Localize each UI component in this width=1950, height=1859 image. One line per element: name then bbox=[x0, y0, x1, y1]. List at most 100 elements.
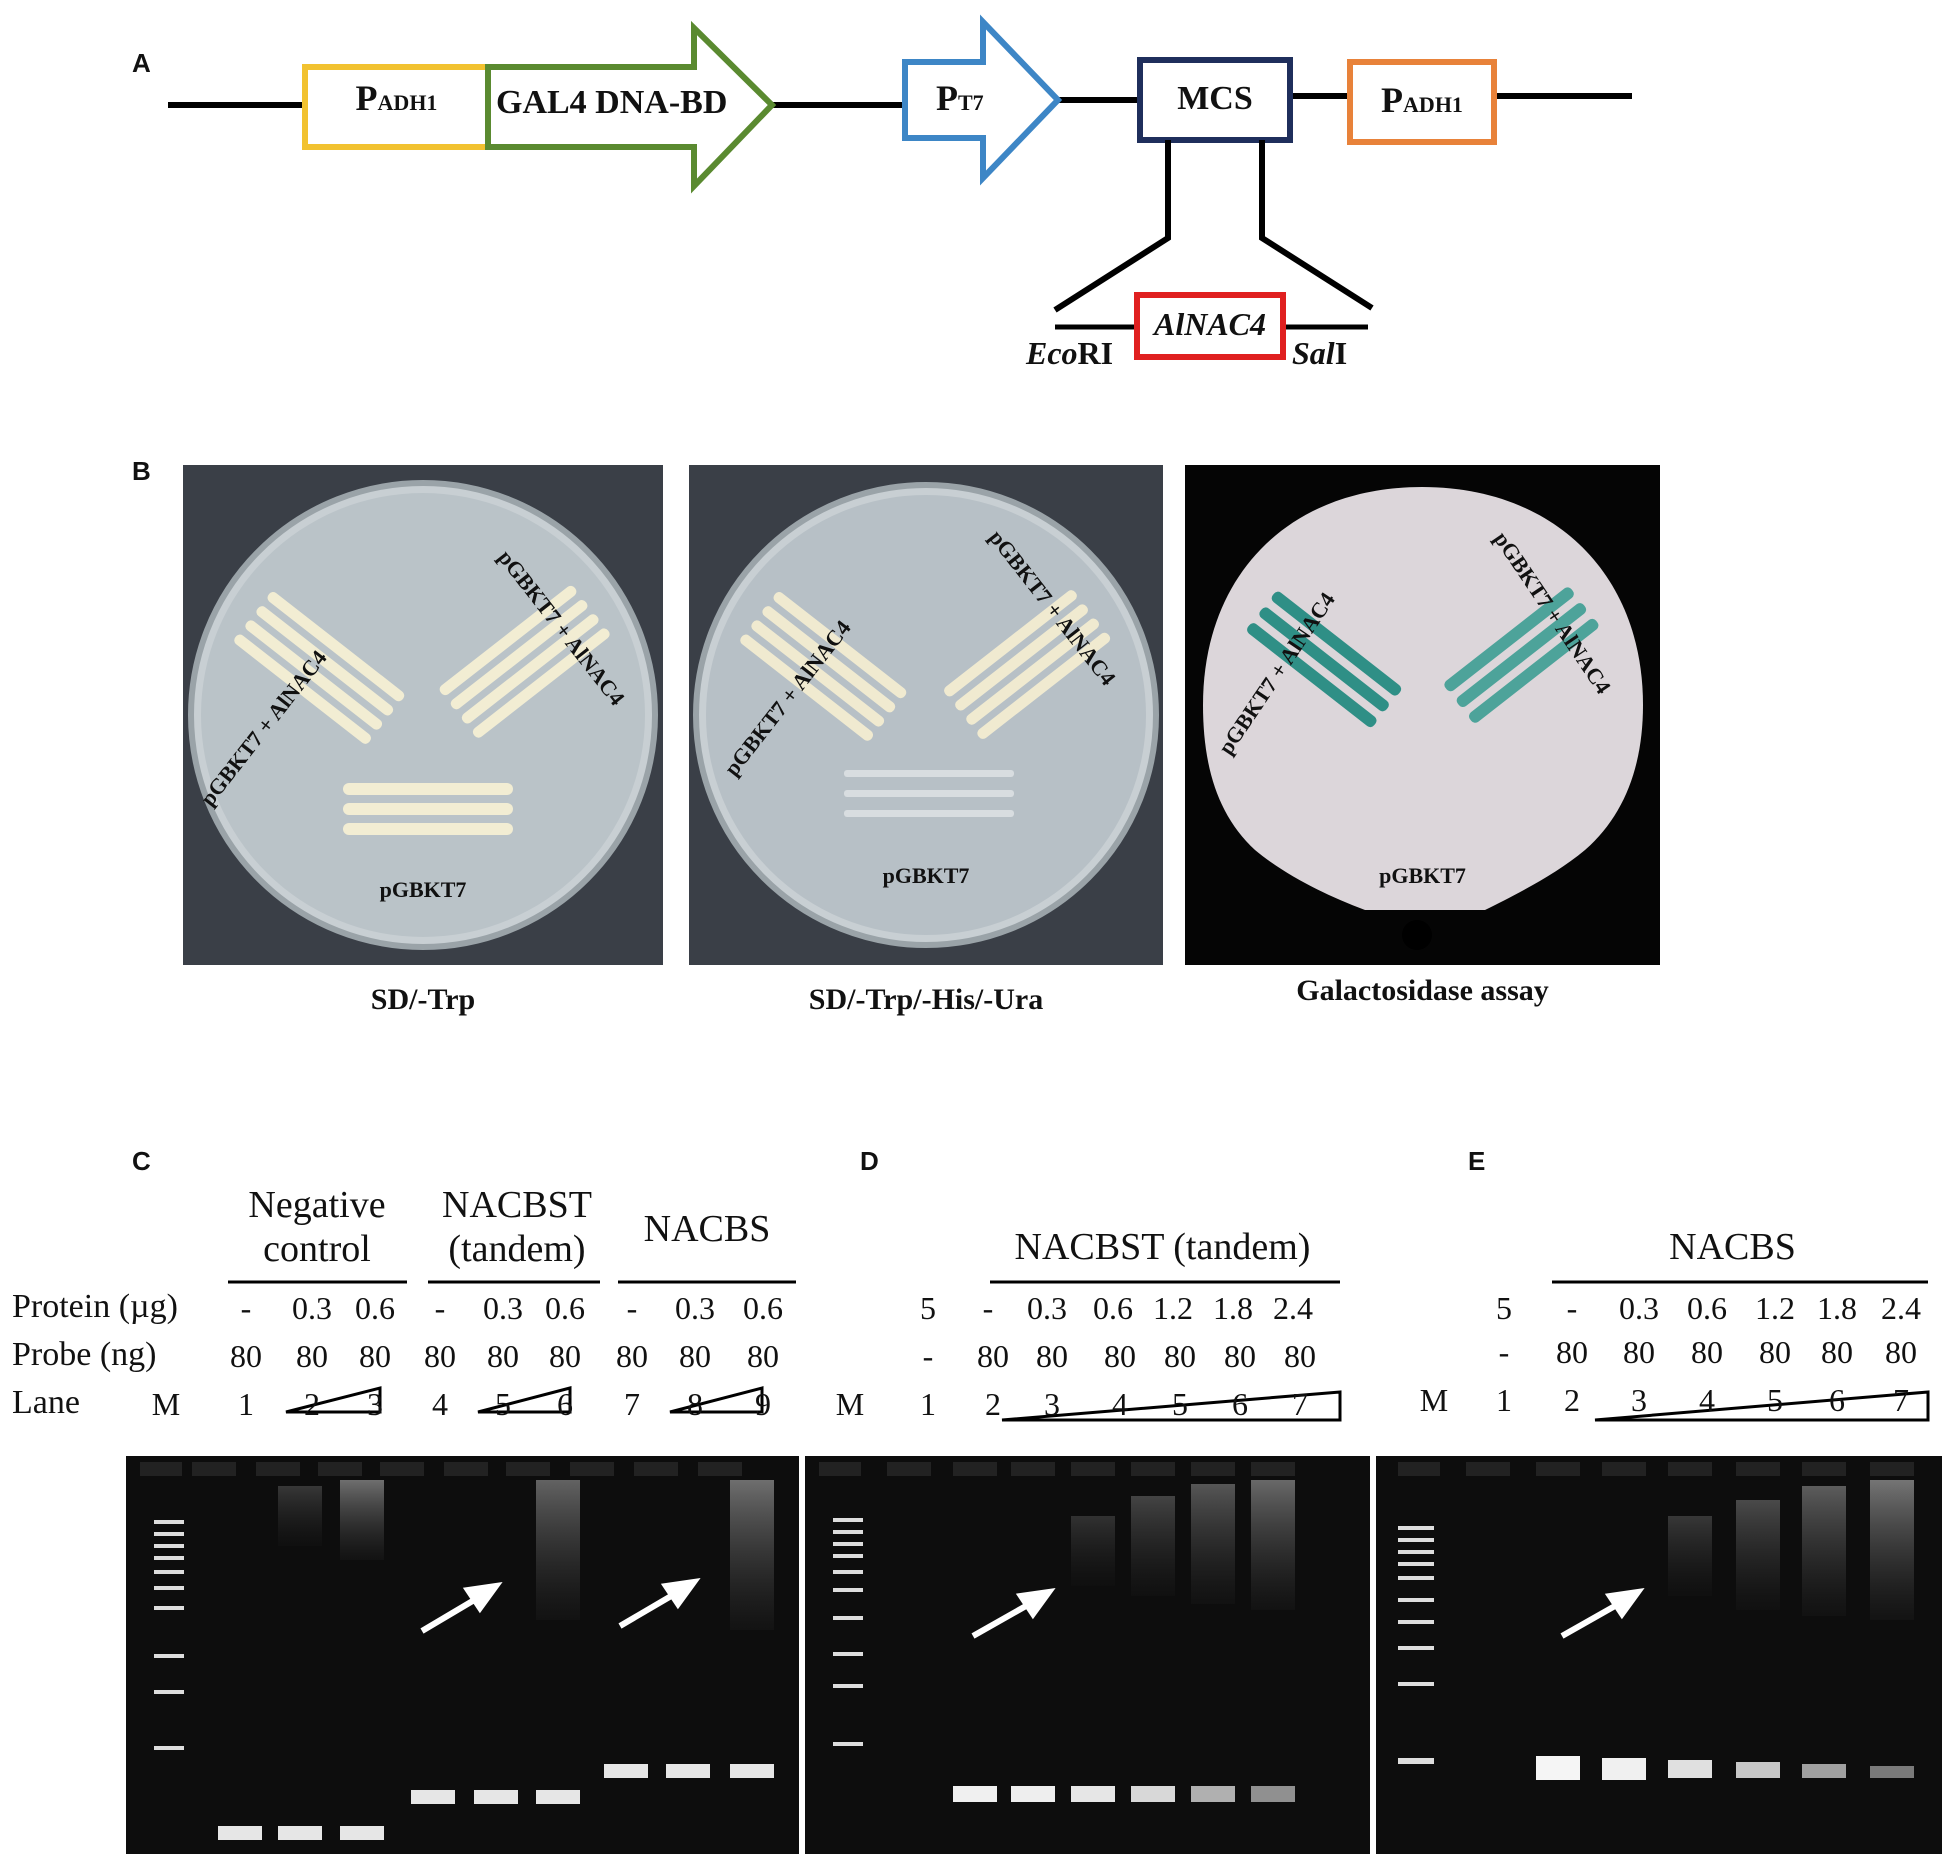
padh1-right-box bbox=[1347, 59, 1497, 145]
probe-cell: 80 bbox=[1623, 1334, 1655, 1370]
free-probe-band bbox=[1870, 1766, 1914, 1778]
protein-cell: 1.2 bbox=[1153, 1290, 1193, 1326]
well bbox=[1251, 1462, 1295, 1476]
free-probe-band bbox=[411, 1790, 455, 1804]
well bbox=[1536, 1462, 1580, 1476]
gal4-bd-label: GAL4 DNA-BD bbox=[496, 84, 728, 121]
ladder-band bbox=[154, 1606, 184, 1610]
protein-cell: 2.4 bbox=[1881, 1290, 1921, 1326]
panel-label-a: A bbox=[132, 48, 151, 78]
arrow-head bbox=[660, 1578, 701, 1610]
vector-map bbox=[168, 14, 1632, 360]
ladder-band bbox=[154, 1690, 184, 1694]
streak bbox=[1271, 591, 1402, 696]
ladder-band bbox=[154, 1556, 184, 1560]
shifted-complex-smear bbox=[536, 1480, 580, 1620]
panel-e-title: NACBS bbox=[1669, 1226, 1796, 1268]
shifted-complex-smear bbox=[1131, 1496, 1175, 1596]
probe-cell: 80 bbox=[747, 1338, 779, 1374]
shifted-complex-smear bbox=[1071, 1516, 1115, 1586]
probe-cell: 80 bbox=[1759, 1334, 1791, 1370]
protein-cell: - bbox=[982, 1290, 994, 1326]
galactosidase-filter-image bbox=[1203, 487, 1643, 950]
faint-streak bbox=[844, 770, 1014, 777]
lane-cell: 2 bbox=[1564, 1382, 1580, 1418]
plate-sd-trp-his-ura-image bbox=[693, 482, 1159, 948]
free-probe-band bbox=[218, 1826, 262, 1840]
lane-cell: 3 bbox=[1631, 1382, 1647, 1418]
marker-ladder bbox=[833, 1518, 863, 1746]
ladder-band bbox=[833, 1554, 863, 1558]
gel-d-image bbox=[819, 1462, 1295, 1802]
shifted-complex-smear bbox=[278, 1486, 322, 1546]
well bbox=[140, 1462, 182, 1476]
protein-cell: 0.3 bbox=[1027, 1290, 1067, 1326]
gradient-wedge bbox=[477, 1386, 572, 1414]
ladder-band bbox=[1398, 1646, 1434, 1650]
well bbox=[1071, 1462, 1115, 1476]
probe-cell: 80 bbox=[1164, 1338, 1196, 1374]
shifted-complex-smear bbox=[1736, 1500, 1780, 1610]
streak bbox=[1247, 623, 1377, 728]
lane-cell: 4 bbox=[432, 1386, 448, 1422]
ladder-band bbox=[1398, 1550, 1434, 1554]
lane-cell: 3 bbox=[1044, 1386, 1060, 1422]
protein-cell: 0.3 bbox=[483, 1290, 523, 1326]
streak bbox=[245, 620, 383, 730]
probe-cell: 80 bbox=[1104, 1338, 1136, 1374]
ladder-band bbox=[833, 1518, 863, 1522]
probe-cell: 80 bbox=[230, 1338, 262, 1374]
well bbox=[444, 1462, 488, 1476]
gal4-bd-arrow bbox=[485, 20, 777, 194]
lane-cell: 8 bbox=[687, 1386, 703, 1422]
ladder-band bbox=[154, 1520, 184, 1524]
row-label-lane: Lane bbox=[12, 1384, 80, 1421]
protein-cell: 0.6 bbox=[1687, 1290, 1727, 1326]
lane-cell: 2 bbox=[304, 1386, 320, 1422]
arrow-shaft bbox=[1560, 1599, 1624, 1639]
panel-label-d: D bbox=[860, 1146, 879, 1176]
panel-e-header-lines bbox=[1552, 1280, 1930, 1422]
shift-arrow bbox=[971, 1588, 1056, 1639]
well bbox=[570, 1462, 614, 1476]
streak bbox=[439, 585, 577, 696]
alnac4-insert-label: AlNAC4 bbox=[1153, 306, 1267, 342]
plate-caption-sd-trp: SD/-Trp bbox=[370, 983, 476, 1016]
free-probe-band bbox=[1602, 1758, 1646, 1780]
protein-cell: 0.3 bbox=[1619, 1290, 1659, 1326]
protein-cell: - bbox=[434, 1290, 446, 1326]
ladder-band bbox=[154, 1532, 184, 1536]
shifted-complex-smear bbox=[1251, 1480, 1295, 1610]
arrow-shaft bbox=[618, 1589, 680, 1629]
protein-cell: 1.2 bbox=[1755, 1290, 1795, 1326]
well bbox=[1802, 1462, 1846, 1476]
gel-e-image bbox=[1398, 1462, 1914, 1780]
plate-galactosidase: pGBKT7 + AlNAC4 pGBKT7 + AlNAC4 pGBKT7 bbox=[1185, 465, 1660, 965]
panel-label-c: C bbox=[132, 1146, 151, 1176]
plate-caption-galactosidase: Galactosidase assay bbox=[1296, 974, 1549, 1007]
alnac4-insert-box bbox=[1134, 292, 1286, 360]
protein-cell: 0.3 bbox=[675, 1290, 715, 1326]
sali-site-label: SalI bbox=[1292, 335, 1348, 371]
lane-cell: 5 bbox=[495, 1386, 511, 1422]
well bbox=[1191, 1462, 1235, 1476]
probe-cell: 80 bbox=[1885, 1334, 1917, 1370]
gel-wells bbox=[1398, 1462, 1914, 1476]
arrow-head bbox=[1015, 1588, 1056, 1620]
probe-cell: 80 bbox=[359, 1338, 391, 1374]
lane-cell: 6 bbox=[1232, 1386, 1248, 1422]
ladder-band bbox=[833, 1742, 863, 1746]
streak bbox=[1456, 603, 1587, 708]
lane-cell: 5 bbox=[1767, 1382, 1783, 1418]
gel-wells bbox=[140, 1462, 742, 1476]
streaks-right bbox=[439, 585, 610, 738]
padh1-left-label: PADH1 bbox=[355, 78, 438, 118]
mcs-box bbox=[1137, 57, 1293, 143]
probe-cell: 80 bbox=[296, 1338, 328, 1374]
well bbox=[318, 1462, 362, 1476]
free-probe-band bbox=[278, 1826, 322, 1840]
streaks-right bbox=[1444, 587, 1599, 723]
orientation-hole bbox=[1402, 920, 1432, 950]
shifted-complex-smear bbox=[1191, 1484, 1235, 1604]
probe-cell: 80 bbox=[1036, 1338, 1068, 1374]
